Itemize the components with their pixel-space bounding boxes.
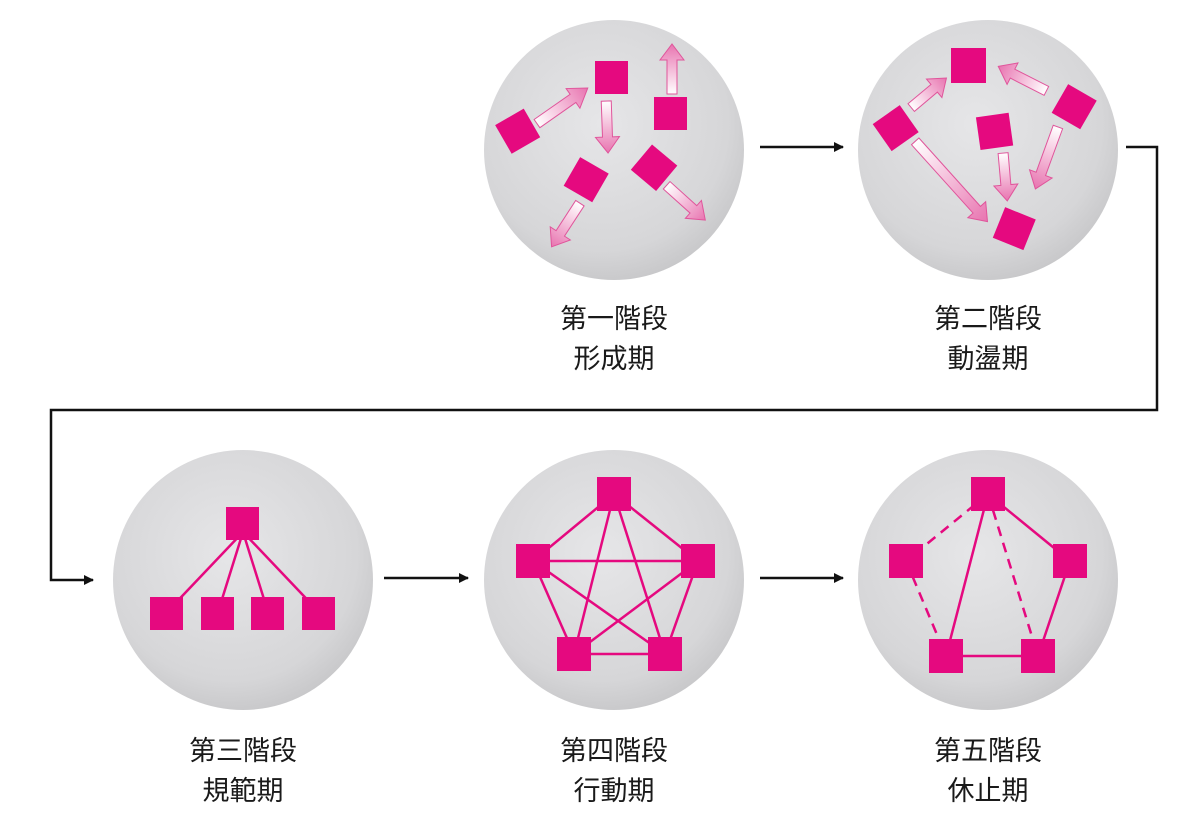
member-arrow [662,180,706,221]
stage-4-name: 行動期 [573,776,655,807]
stage-3-name: 規範期 [202,776,284,807]
member-arrow [910,137,989,223]
stage-2-circle [858,20,1118,280]
arrow-stage2-to-stage3 [49,145,1159,585]
member-node [929,639,963,673]
member-arrow [549,199,585,248]
member-node [302,597,335,630]
member-node [681,544,715,578]
stage-5-name: 休止期 [947,776,1029,807]
member-node [1021,639,1055,673]
stage-4-title: 第四階段 [560,736,668,767]
stage-2-name: 動盪期 [947,344,1029,375]
member-arrow [1028,124,1064,190]
member-node [951,48,986,83]
member-node [595,61,628,94]
stage-3-title: 第三階段 [189,736,297,767]
member-node [971,477,1005,511]
stage-1-circle [484,20,744,280]
member-arrow [659,43,685,95]
stage-3-circle [113,450,373,710]
member-node [563,157,609,203]
member-node [495,108,541,154]
member-link [532,559,666,656]
member-arrow [594,100,621,154]
member-node [251,597,284,630]
flow-connectors [49,142,1159,585]
member-arrow [992,152,1019,202]
stage-1-label: 第一階段 形成期 [514,300,714,380]
member-node [630,144,678,191]
stage-3-members [150,507,335,630]
stage-2-label: 第二階段 動盪期 [888,300,1088,380]
member-node [1051,84,1097,130]
member-link [612,493,667,655]
member-node [654,97,687,130]
member-link [572,493,616,655]
member-node [975,112,1014,151]
stage-1-name: 形成期 [573,344,655,375]
member-node [889,544,923,578]
stage-4-members [516,477,715,671]
stage-2-title: 第二階段 [934,304,1042,335]
member-node [226,507,259,540]
member-node [1053,544,1087,578]
member-arrow [997,62,1050,97]
member-node [150,597,183,630]
stage-5-members [889,477,1087,673]
stage-1-members [495,43,706,248]
stage-5-label: 第五階段 休止期 [888,732,1088,812]
member-node [516,544,550,578]
member-node [648,637,682,671]
stage-5-title: 第五階段 [934,736,1042,767]
member-arrow [533,87,589,129]
stage-1-title: 第一階段 [560,304,668,335]
member-arrow [907,77,948,113]
member-link [944,493,990,657]
member-node [557,637,591,671]
member-node [597,477,631,511]
member-link [573,560,699,655]
member-link-dashed [986,493,1040,657]
member-node [992,207,1036,251]
stage-4-label: 第四階段 行動期 [514,732,714,812]
member-node [201,597,234,630]
member-node [872,105,919,152]
stage-2-members [872,48,1097,251]
stage-3-label: 第三階段 規範期 [143,732,343,812]
